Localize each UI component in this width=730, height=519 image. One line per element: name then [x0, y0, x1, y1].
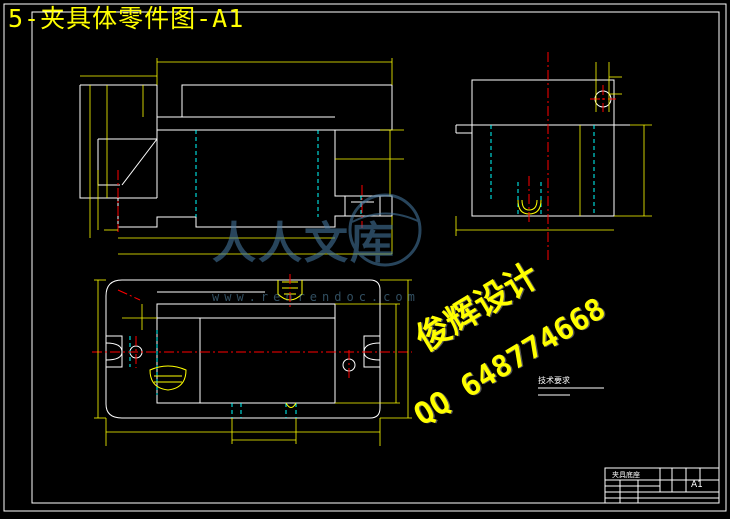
technical-notes-title: 技术要求	[538, 376, 570, 385]
title-block-sheet-size: A1	[691, 480, 703, 490]
inner-border	[31, 11, 720, 504]
technical-notes	[538, 387, 604, 396]
front-view-hidden-lines	[195, 130, 362, 217]
front-view	[79, 84, 393, 228]
title-block-part-name: 夹具底座	[612, 471, 640, 479]
side-view-dimensions	[455, 62, 652, 236]
top-view-centerlines	[92, 274, 412, 380]
outer-border	[3, 3, 727, 512]
front-view-centerlines	[117, 170, 363, 232]
watermark-logo: 人人文库	[212, 193, 422, 269]
top-view-dimensions	[94, 279, 412, 446]
top-view-hidden-lines	[129, 330, 297, 418]
side-view	[455, 79, 630, 217]
side-view-centerlines	[528, 52, 616, 260]
title-block	[604, 467, 720, 504]
side-view-hidden-lines	[490, 125, 595, 216]
watermark-logo-text: 人人文库	[212, 218, 396, 269]
front-view-dimensions	[80, 58, 404, 255]
watermark-site: www.renrendoc.com	[212, 290, 420, 304]
drawing-title: 5-夹具体零件图-A1	[8, 4, 245, 33]
